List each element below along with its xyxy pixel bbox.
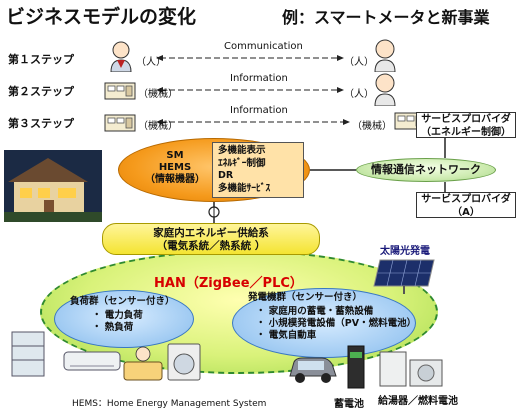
sm-hems-label: SM HEMS （情報機器） (140, 150, 210, 186)
meter-icon (104, 114, 136, 132)
network-ellipse: 情報通信ネットワーク (356, 158, 496, 182)
energy-line2: （電気系統／熱系統 ） (156, 240, 266, 252)
step1-left-label: （人） (136, 57, 166, 68)
meter-icon (104, 82, 136, 100)
energy-supply-box: 家庭内エネルギー供給系 （電気系統／熱系統 ） (102, 223, 320, 255)
house-image (4, 150, 102, 222)
bath-icon (123, 346, 163, 381)
generator-group-ellipse (232, 288, 416, 358)
load-item: ・ 電力負荷 (92, 310, 143, 321)
person-icon (374, 39, 396, 72)
load-group-ellipse (54, 290, 194, 348)
solar-label: 太陽光発電 (380, 246, 430, 257)
step2-right-label: （人） (344, 89, 374, 100)
step1-right-label: （人） (344, 57, 374, 68)
service-provider-a-box: サービスプロバイダ （A） (416, 192, 516, 218)
step3-left-label: （機械） (138, 121, 178, 132)
refrigerator-icon (11, 331, 45, 377)
battery-label: 蓄電池 (334, 399, 364, 410)
function-list-box: 多機能表示 ｴﾈﾙｷﾞｰ制御 DR 多機能ｻｰﾋﾞｽ (212, 142, 304, 198)
water-heater-icon (379, 351, 443, 387)
provider-energy-line2: （エネルギー制御） (421, 127, 511, 138)
provider-a-line2: （A） (452, 207, 480, 218)
provider-a-line1: サービスプロバイダ (421, 194, 511, 205)
generator-item: ・ 家庭用の蓄電・蓄熱設備 (256, 306, 374, 317)
air-conditioner-icon (63, 351, 121, 371)
step3-label: 第３ステップ (8, 117, 74, 130)
water-heater-label: 給湯器／燃料電池 (378, 396, 458, 407)
sm-line1: SM (166, 150, 184, 161)
step3-right-label: （機械） (352, 121, 392, 132)
step2-label: 第２ステップ (8, 85, 74, 98)
electric-vehicle-icon (289, 357, 337, 383)
generator-group-title: 発電機群（センサー付き） (248, 292, 363, 303)
load-group-title: 負荷群（センサー付き） (70, 296, 175, 307)
solar-panel-icon (373, 259, 435, 294)
function-item: 多機能表示 (218, 145, 266, 156)
generator-item: ・ 小規模発電設備（PV・燃料電池） (256, 318, 417, 329)
page-subtitle: 例：スマートメータと新事業 (282, 8, 490, 27)
sm-line3: （情報機器） (145, 174, 205, 185)
step2-left-label: （機械） (138, 89, 178, 100)
step3-flow-label: Information (230, 105, 288, 116)
step1-label: 第１ステップ (8, 53, 74, 66)
load-item: ・ 熱負荷 (92, 322, 134, 333)
function-item: DR (218, 170, 234, 181)
han-label: HAN（ZigBee／PLC） (154, 276, 303, 291)
person-icon (110, 41, 132, 72)
service-provider-energy-box: サービスプロバイダ （エネルギー制御） (416, 112, 516, 138)
footnote: HEMS：Home Energy Management System (72, 399, 267, 409)
washing-machine-icon (167, 343, 201, 381)
function-item: ｴﾈﾙｷﾞｰ制御 (218, 157, 266, 169)
sm-line2: HEMS (158, 162, 192, 173)
battery-icon (347, 345, 365, 389)
generator-item: ・ 電気自動車 (256, 330, 317, 341)
step1-flow-label: Communication (224, 41, 303, 52)
energy-line1: 家庭内エネルギー供給系 (153, 227, 269, 239)
person-icon (374, 73, 396, 106)
step2-flow-label: Information (230, 73, 288, 84)
function-item: 多機能ｻｰﾋﾞｽ (218, 182, 271, 194)
page-title: ビジネスモデルの変化 (6, 6, 197, 28)
provider-energy-line1: サービスプロバイダ (421, 114, 511, 125)
